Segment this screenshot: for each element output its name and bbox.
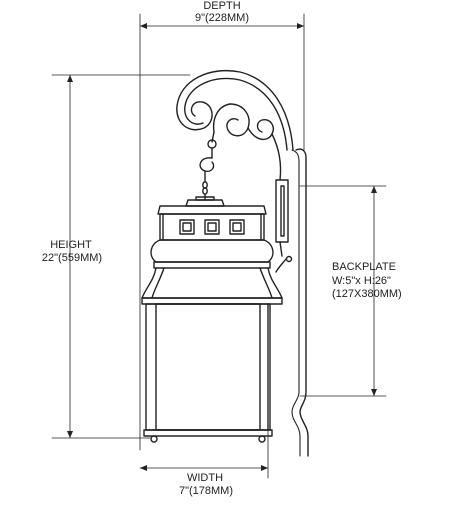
dimension-arrows	[67, 23, 377, 471]
height-label: HEIGHT	[50, 239, 92, 251]
depth-label: DEPTH	[203, 0, 241, 12]
gallery-window	[229, 219, 245, 235]
depth-value: 9"(228MM)	[194, 12, 250, 24]
lantern-glass-panel	[155, 303, 261, 431]
lantern-bulge-ring	[150, 239, 274, 263]
lantern-glass-frame	[145, 303, 271, 431]
lantern	[141, 196, 283, 443]
height-value: 22"(559MM)	[41, 252, 103, 264]
gallery-window	[179, 219, 195, 235]
dimension-lines	[51, 13, 387, 479]
scroll-arm	[176, 70, 294, 273]
width-label: WIDTH	[186, 472, 224, 484]
width-value: 7"(178MM)	[178, 485, 234, 497]
gallery-window	[204, 219, 220, 235]
backplate-label: BACKPLATE	[332, 261, 396, 273]
backplate-metric: (127X380MM)	[332, 288, 402, 300]
lantern-gallery	[159, 213, 265, 241]
lantern-base	[143, 429, 273, 437]
backplate-outline	[295, 148, 309, 457]
lantern-top-cap	[157, 205, 267, 215]
backplate-size: W:5"x H:26"	[332, 275, 391, 287]
backplate	[291, 148, 309, 457]
